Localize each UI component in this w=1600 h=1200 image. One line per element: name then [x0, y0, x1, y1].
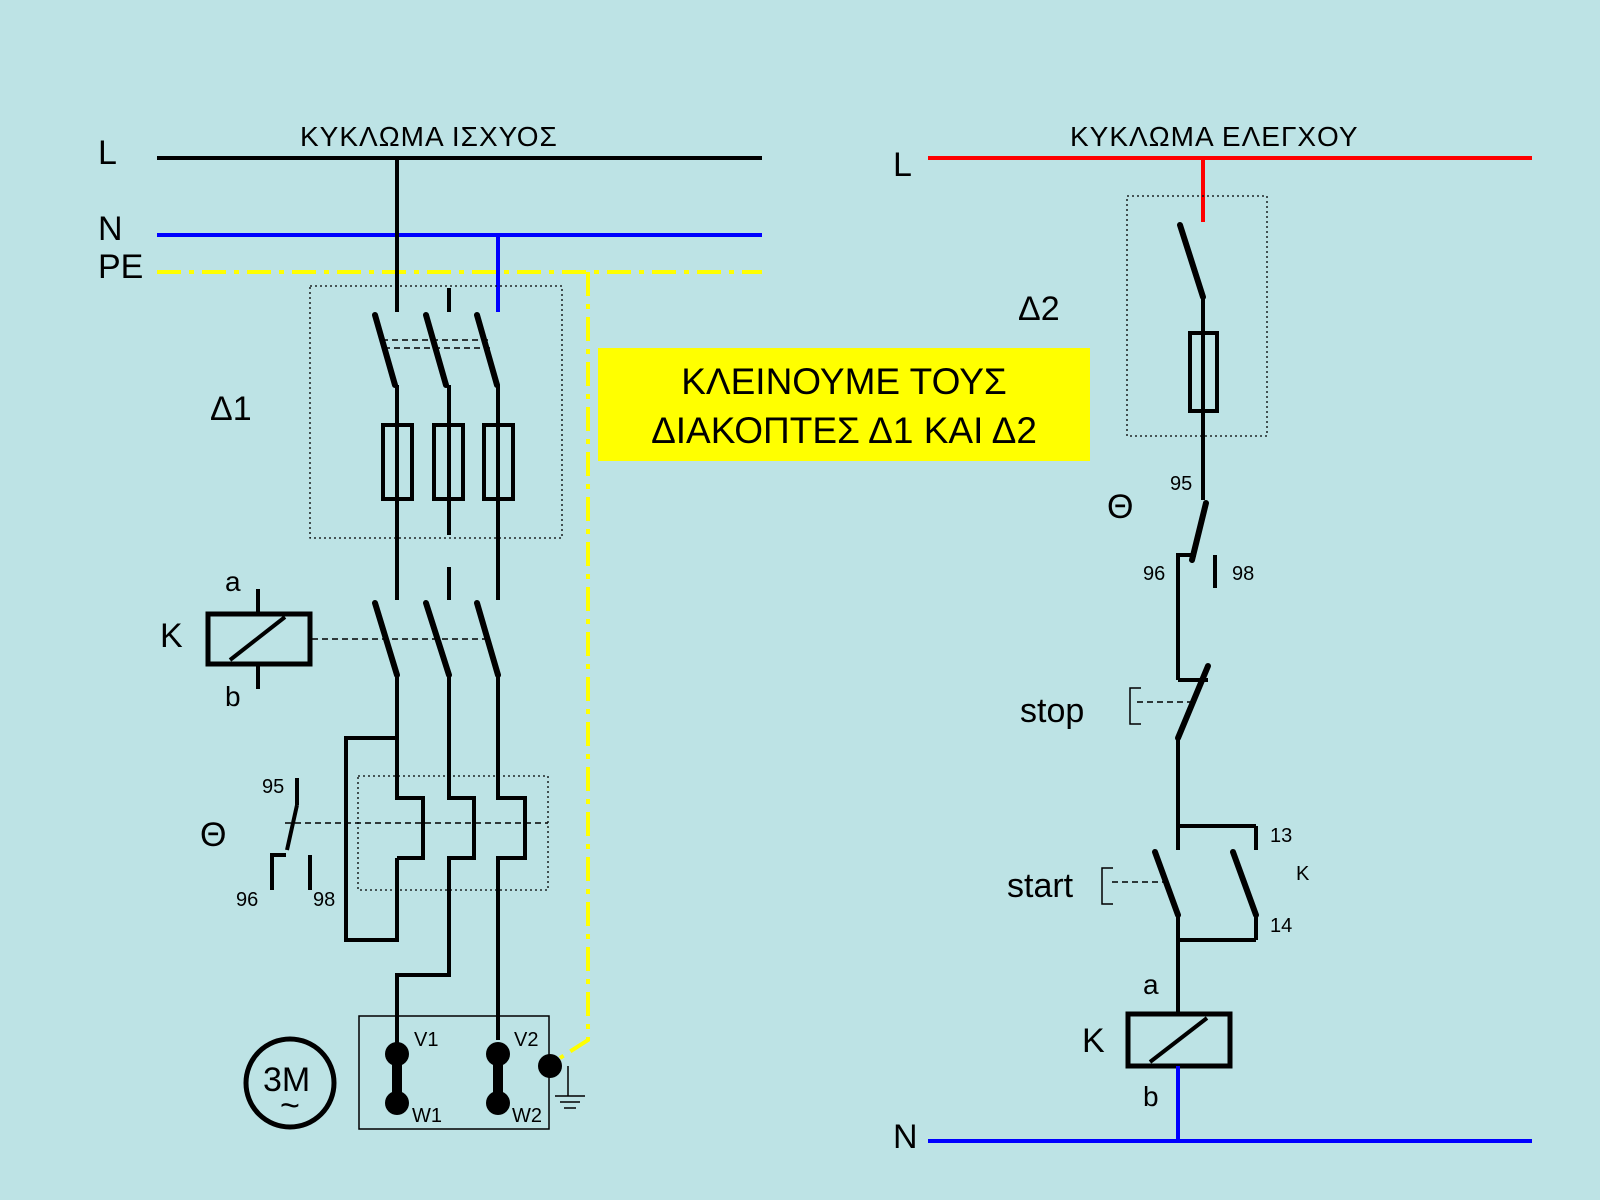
thermal-label-control: Θ — [1107, 488, 1133, 526]
thermal-98-power: 98 — [313, 889, 335, 911]
thermal-95-power: 95 — [262, 776, 284, 798]
switch-d1-enclosure — [309, 285, 563, 539]
instruction-banner: ΚΛΕΙΝΟΥΜΕ ΤΟΥΣ ΔΙΑΚΟΠΤΕΣ Δ1 ΚΑΙ Δ2 — [598, 348, 1090, 461]
ground-icon — [555, 1066, 585, 1109]
banner-background — [598, 348, 1090, 461]
d2-blade — [1177, 222, 1206, 300]
control-circuit-title: ΚΥΚΛΩΜΑ ΕΛΕΓΧΟΥ — [1070, 121, 1359, 152]
k-coil-power-slash — [228, 615, 287, 662]
banner-line-2: ΔΙΑΚΟΠΤΕΣ Δ1 ΚΑΙ Δ2 — [651, 410, 1037, 451]
power-circuit: ΚΥΚΛΩΜΑ ΙΣΧΥΟΣ L N PE Δ1 — [98, 121, 762, 1130]
thermal-element-2 — [395, 712, 476, 1000]
power-line-l-label: L — [98, 134, 117, 172]
terminal-w1-label: W1 — [412, 1105, 442, 1127]
k-coil-control-a: a — [1143, 969, 1159, 1000]
k-hold-label: K — [1296, 863, 1310, 885]
thermal-95-control: 95 — [1170, 473, 1192, 495]
terminal-v1-label: V1 — [414, 1029, 438, 1051]
terminal-v2-label: V2 — [514, 1029, 538, 1051]
stop-actuator — [1129, 687, 1141, 725]
terminal-pe — [538, 1054, 562, 1078]
k-coil-control-slash — [1148, 1016, 1209, 1064]
start-label: start — [1007, 867, 1074, 905]
thermal-96-control: 96 — [1143, 563, 1165, 585]
k-coil-control-b: b — [1143, 1081, 1159, 1112]
thermal-contact-control-blade — [1189, 500, 1209, 563]
switch-d2-label: Δ2 — [1018, 290, 1060, 328]
thermal-element-3 — [496, 738, 527, 1040]
k-coil-power-label: K — [160, 617, 183, 655]
start-contact — [1152, 849, 1181, 918]
k-coil-power-b: b — [225, 681, 241, 712]
thermal-98-control: 98 — [1232, 563, 1254, 585]
power-circuit-title: ΚΥΚΛΩΜΑ ΙΣΧΥΟΣ — [300, 121, 558, 152]
thermal-contact-96 — [270, 853, 286, 890]
motor-label: 3M — [263, 1061, 310, 1099]
pe-conductor — [558, 272, 590, 1060]
terminal-13: 13 — [1270, 825, 1292, 847]
power-line-pe-label: PE — [98, 248, 143, 286]
thermal-label-power: Θ — [200, 816, 226, 854]
k-coil-power-a: a — [225, 566, 241, 597]
d1-blade-3 — [474, 312, 500, 388]
banner-line-1: ΚΛΕΙΝΟΥΜΕ ΤΟΥΣ — [681, 361, 1007, 402]
thermal-outer-frame — [344, 736, 399, 942]
stop-label: stop — [1020, 692, 1084, 730]
d1-blade-2 — [423, 312, 449, 388]
terminal-14: 14 — [1270, 915, 1292, 937]
motor-tilde: ~ — [280, 1087, 300, 1125]
d1-blade-1 — [372, 312, 398, 388]
control-circuit: ΚΥΚΛΩΜΑ ΕΛΕΓΧΟΥ L Δ2 95 96 98 Θ stop — [893, 121, 1532, 1156]
thermal-enclosure — [357, 775, 549, 891]
start-actuator — [1101, 867, 1113, 905]
thermal-element-1 — [395, 738, 425, 860]
thermal-96-power: 96 — [236, 889, 258, 911]
control-line-l-label: L — [893, 146, 912, 184]
motor-icon — [243, 1036, 337, 1130]
switch-d1-label: Δ1 — [210, 390, 252, 428]
k-hold-contact — [1230, 849, 1259, 918]
power-line-n-label: N — [98, 210, 123, 248]
terminal-w2-label: W2 — [512, 1105, 542, 1127]
thermal-contact-control-96 — [1176, 553, 1196, 648]
k-coil-control-label: K — [1082, 1022, 1105, 1060]
switch-d2-enclosure — [1126, 195, 1268, 437]
control-line-n-label: N — [893, 1118, 918, 1156]
thermal-contact-blade — [285, 804, 299, 851]
